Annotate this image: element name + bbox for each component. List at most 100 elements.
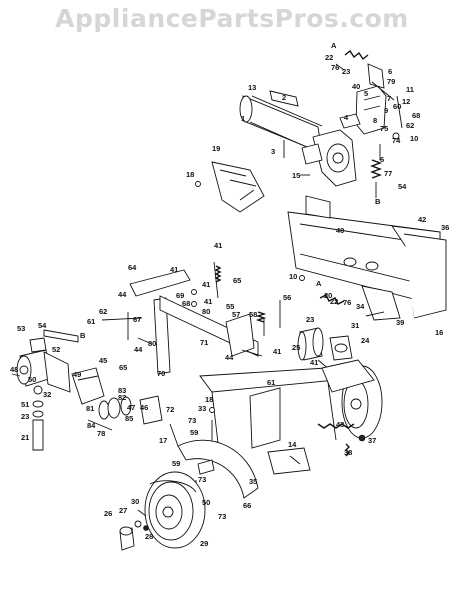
part-callout-48: 48 [10, 365, 18, 374]
part-callout-8: 8 [373, 116, 377, 125]
part-callout-41: 41 [214, 241, 222, 250]
part-callout-4: 4 [344, 113, 349, 122]
part-callout-58: 58 [249, 310, 257, 319]
part-callout-41: 41 [310, 358, 318, 367]
tongue-assembly [101, 261, 281, 375]
part-callout-15: 15 [292, 171, 300, 180]
part-callout-40: 40 [336, 226, 344, 235]
part-callout-73: 73 [218, 512, 226, 521]
part-callout-21: 21 [21, 433, 29, 442]
part-callout-66: 66 [243, 501, 251, 510]
part-callout-68: 68 [412, 111, 420, 120]
part-callout-5: 5 [364, 89, 368, 98]
control-valve [339, 63, 403, 140]
part-callout-10: 10 [410, 134, 418, 143]
part-callout-26: 26 [104, 509, 112, 518]
part-callout-73: 73 [188, 416, 196, 425]
part-callout-28: 28 [145, 532, 153, 541]
part-callout-41: 41 [202, 280, 210, 289]
hose-fitting-77 [370, 159, 382, 179]
part-callout-85: 85 [125, 414, 133, 423]
part-callout-24: 24 [361, 336, 370, 345]
part-callout-83: 83 [118, 386, 126, 395]
part-callout-41: 41 [170, 265, 178, 274]
part-callout-82: 82 [118, 393, 126, 402]
beam-rail [287, 195, 447, 321]
part-callout-62: 62 [99, 307, 107, 316]
wheel-right [321, 359, 383, 439]
part-callout-23: 23 [306, 315, 314, 324]
part-callout-38: 38 [344, 448, 352, 457]
part-callout-44: 44 [134, 345, 143, 354]
part-callout-43: 43 [336, 420, 344, 429]
part-callout-3: 3 [271, 147, 275, 156]
part-callout-50: 50 [28, 375, 36, 384]
part-callout-22: 22 [330, 297, 338, 306]
part-callout-29: 29 [200, 539, 208, 548]
part-callout-76: 76 [331, 63, 339, 72]
part-callout-60: 60 [393, 102, 401, 111]
part-callout-13: 13 [248, 83, 256, 92]
part-callout-25: 25 [292, 343, 300, 352]
part-callout-36: 36 [441, 223, 449, 232]
part-callout-55: 55 [226, 302, 234, 311]
part-callout-67: 67 [133, 315, 141, 324]
part-callout-18: 18 [205, 395, 213, 404]
part-callout-71: 71 [200, 338, 208, 347]
part-callout-B: B [375, 197, 381, 206]
part-callout-23: 23 [342, 67, 350, 76]
coupler-46 [98, 395, 163, 425]
part-callout-41: 41 [273, 347, 281, 356]
part-callout-30: 30 [131, 497, 139, 506]
part-callout-42: 42 [418, 215, 426, 224]
part-callout-2: 2 [282, 93, 286, 102]
part-callout-7: 7 [387, 94, 391, 103]
oil-filter-25 [297, 327, 324, 361]
part-callout-10: 10 [289, 272, 297, 281]
part-callout-70: 70 [157, 369, 165, 378]
part-callout-34: 34 [356, 302, 365, 311]
part-callout-65: 65 [233, 276, 241, 285]
part-callout-84: 84 [87, 421, 96, 430]
part-callout-44: 44 [118, 290, 127, 299]
part-callout-61: 61 [87, 317, 95, 326]
part-callout-50: 50 [202, 498, 210, 507]
part-callout-16: 16 [435, 328, 443, 337]
part-callout-78: 78 [97, 429, 105, 438]
spring-22 [344, 49, 369, 61]
part-callout-1: 1 [241, 114, 245, 123]
part-callout-53: 53 [17, 324, 25, 333]
part-callout-6: 6 [380, 155, 384, 164]
part-callout-A: A [316, 279, 322, 288]
part-callout-9: 9 [384, 106, 388, 115]
part-callout-22: 22 [325, 53, 333, 62]
part-callout-19: 19 [212, 144, 220, 153]
part-callout-32: 32 [43, 390, 51, 399]
coupler-guard-45 [71, 367, 105, 405]
spring-22-lower [319, 294, 345, 305]
part-callout-27: 27 [119, 506, 127, 515]
watermark: AppliancePartsPros.com [55, 4, 409, 33]
part-callout-64: 64 [128, 263, 137, 272]
part-callout-73: 73 [198, 475, 206, 484]
part-callout-77: 77 [384, 169, 392, 178]
part-callout-51: 51 [21, 400, 29, 409]
spring-38 [345, 443, 350, 457]
part-callout-41: 41 [204, 297, 212, 306]
part-callout-12: 12 [402, 97, 410, 106]
part-callout-57: 57 [232, 310, 240, 319]
part-callout-47: 47 [127, 403, 135, 412]
part-callout-B: B [80, 331, 86, 340]
part-callout-6: 6 [388, 67, 392, 76]
part-callout-18: 18 [186, 170, 194, 179]
part-callout-17: 17 [159, 436, 167, 445]
part-callout-33: 33 [198, 404, 206, 413]
part-callout-20: 20 [324, 291, 332, 300]
part-callout-49: 49 [73, 370, 81, 379]
part-callout-45: 45 [99, 356, 107, 365]
part-callout-72: 72 [166, 405, 174, 414]
part-callout-56: 56 [283, 293, 291, 302]
axle-frame [199, 367, 337, 475]
part-callout-A: A [331, 41, 337, 50]
hydraulic-pump [16, 329, 79, 393]
